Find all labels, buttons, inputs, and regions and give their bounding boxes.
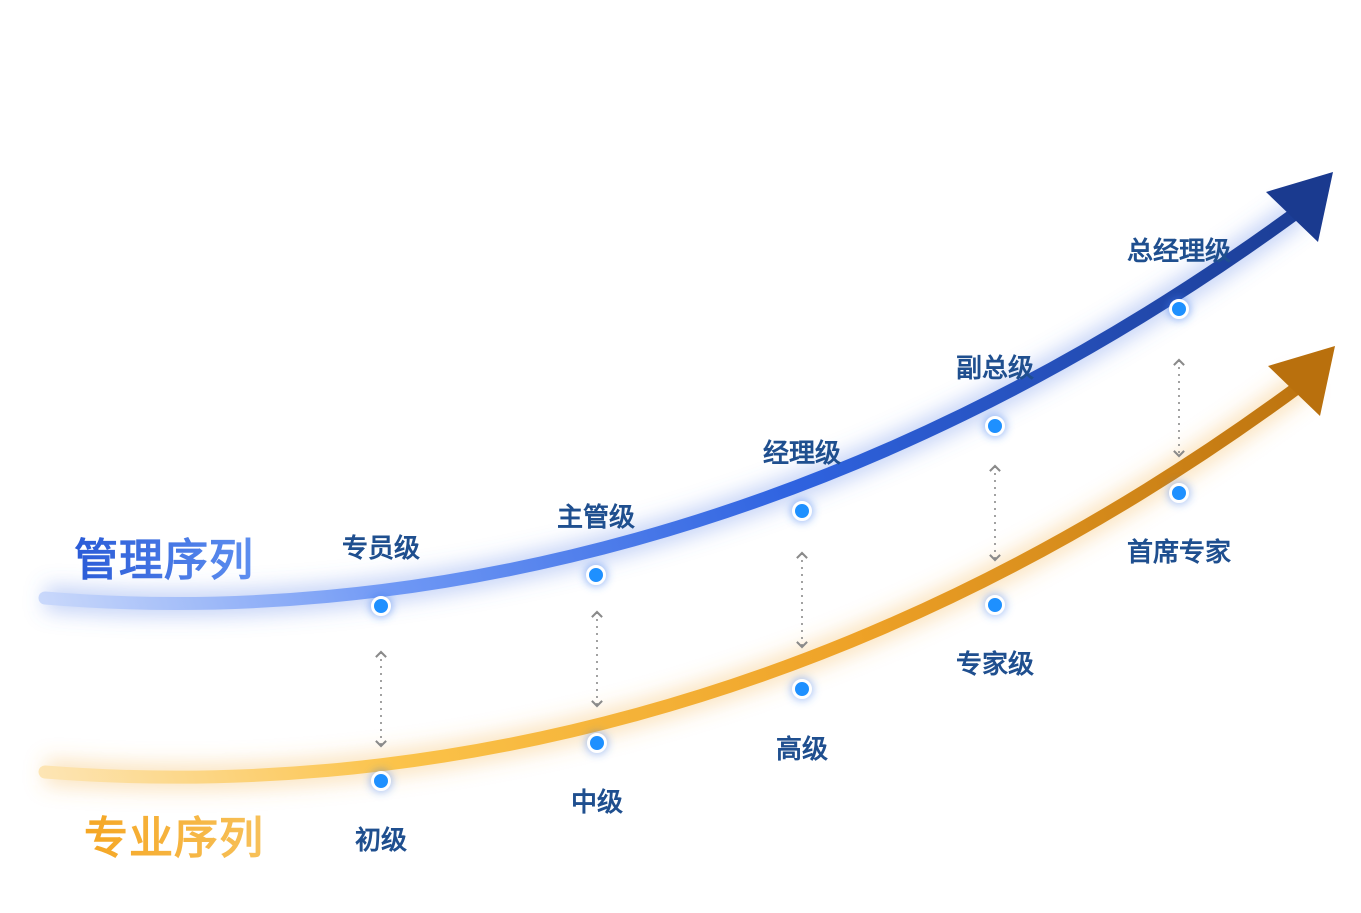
professional-curve (38, 375, 1312, 784)
management-level-label-2: 主管级 (557, 502, 635, 533)
management-node-4 (983, 414, 1007, 438)
management-level-label-5: 总经理级 (1127, 236, 1231, 267)
professional-level-label-2: 中级 (571, 787, 623, 818)
management-node-2 (584, 563, 608, 587)
management-level-label-3: 经理级 (763, 438, 841, 469)
management-series-title: 管理序列 (74, 535, 254, 586)
professional-node-5 (1167, 481, 1191, 505)
management-node-5 (1167, 297, 1191, 321)
management-node-1 (369, 594, 393, 618)
management-nodes (369, 297, 1191, 618)
management-arrow-head (1266, 172, 1333, 242)
professional-nodes (369, 481, 1191, 793)
level-connectors (375, 358, 1185, 748)
management-node-3 (790, 499, 814, 523)
management-level-label-4: 副总级 (956, 353, 1034, 384)
professional-node-1 (369, 769, 393, 793)
professional-node-4 (983, 593, 1007, 617)
management-level-label-1: 专员级 (342, 533, 420, 564)
professional-node-2 (585, 731, 609, 755)
professional-level-label-5: 首席专家 (1127, 537, 1231, 568)
professional-level-label-3: 高级 (776, 734, 828, 765)
professional-level-label-1: 初级 (355, 825, 407, 856)
professional-level-label-4: 专家级 (956, 649, 1034, 680)
professional-arrow-head (1268, 346, 1335, 416)
professional-series-title: 专业序列 (84, 813, 264, 864)
professional-node-3 (790, 677, 814, 701)
management-curve (38, 203, 1307, 610)
